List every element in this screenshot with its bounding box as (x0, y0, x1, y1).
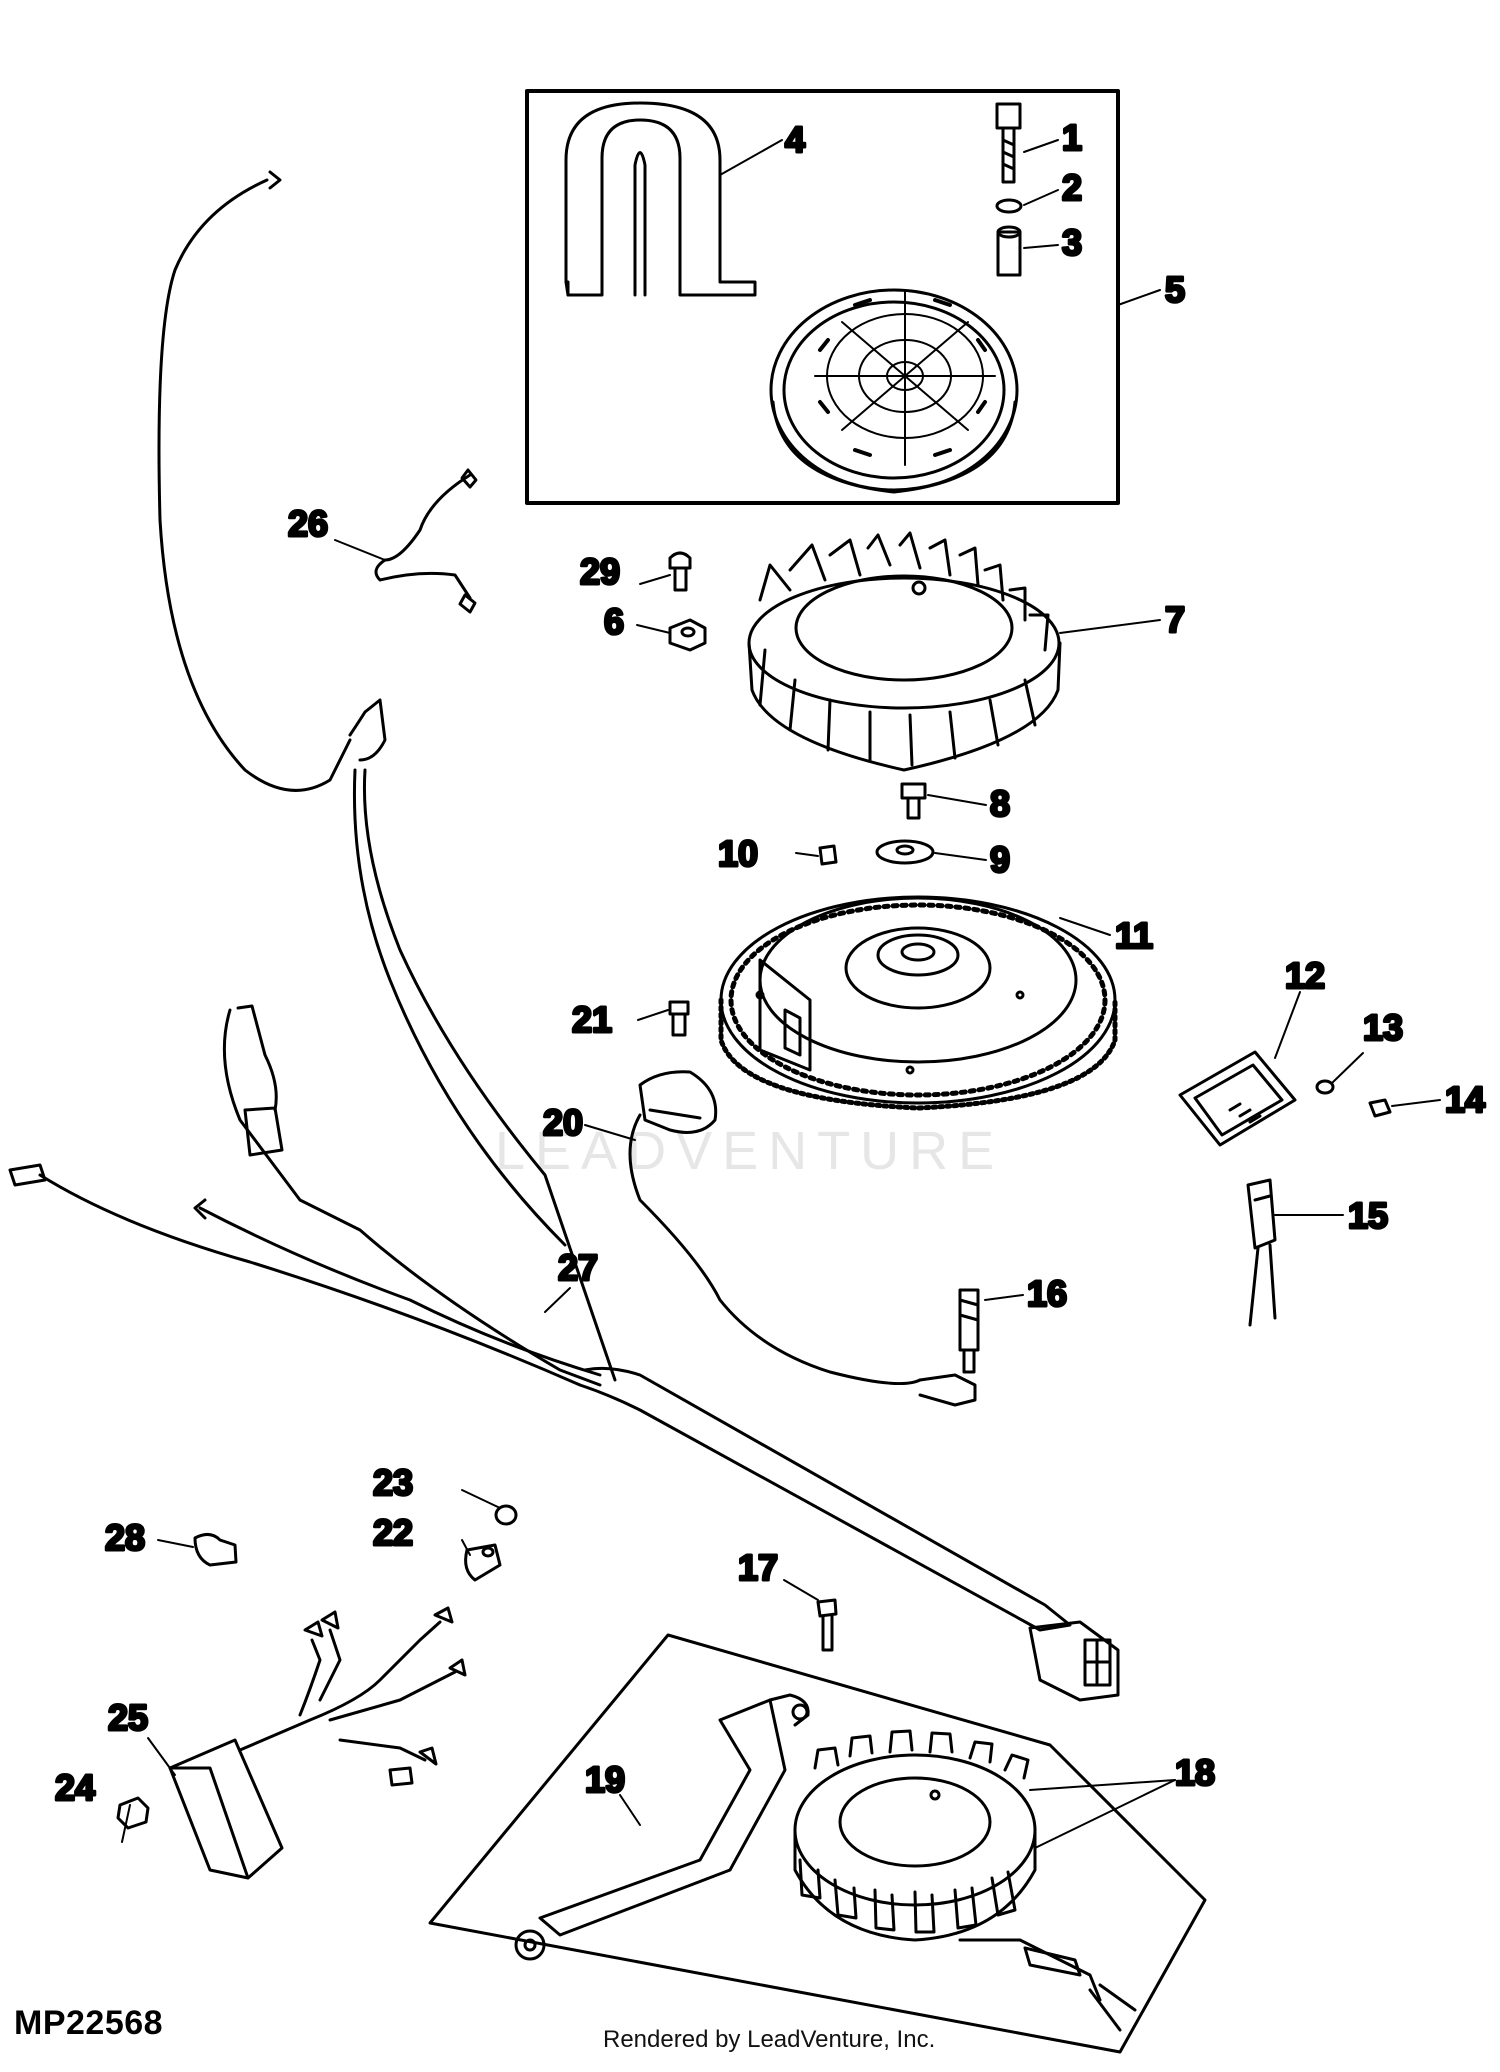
screen-grate (769, 288, 1019, 494)
callout-27: 27 (558, 1247, 598, 1288)
callout-14: 14 (1445, 1079, 1485, 1120)
callout-11: 11 (1115, 915, 1153, 956)
render-credit: Rendered by LeadVenture, Inc. (603, 2026, 936, 2053)
wire-part-26 (374, 468, 478, 614)
callout-28: 28 (105, 1517, 145, 1558)
nut-part-24 (116, 1796, 150, 1830)
callout-3: 3 (1062, 222, 1082, 263)
callout-4: 4 (785, 119, 805, 160)
connector-part-15 (1246, 1178, 1277, 1327)
leader-lines (121, 139, 1441, 1849)
stator-inset-box (428, 1633, 1207, 2054)
callout-23: 23 (373, 1462, 413, 1503)
harness-part-27 (8, 170, 1120, 1702)
callout-8: 8 (990, 783, 1010, 824)
washer-part-23 (494, 1504, 518, 1526)
washer-part-13 (1315, 1079, 1335, 1095)
callouts: 1 2 3 4 5 6 7 8 9 10 11 12 13 14 15 16 1… (54, 116, 1487, 1810)
watermark: LEADVENTURE (495, 1121, 1005, 1181)
bolt-part-8 (900, 782, 927, 820)
cooling-fan-part-7 (747, 531, 1062, 772)
callout-17: 17 (738, 1547, 778, 1588)
callout-10: 10 (718, 833, 758, 874)
callout-12: 12 (1285, 955, 1325, 996)
clamp-part-22 (464, 1543, 502, 1582)
callout-21: 21 (572, 999, 612, 1040)
nut-part-6 (668, 618, 707, 652)
callout-13: 13 (1363, 1007, 1403, 1048)
callout-20: 20 (543, 1102, 583, 1143)
callout-24: 24 (55, 1767, 95, 1808)
figure-id: MP22568 (14, 2004, 164, 2042)
callout-6: 6 (604, 601, 624, 642)
callout-29: 29 (580, 551, 620, 592)
callout-18: 18 (1175, 1752, 1215, 1793)
ground-strap-part-19 (514, 1693, 810, 1961)
screw-part-17 (816, 1598, 838, 1652)
spacer-part-3 (996, 225, 1022, 277)
spark-plug-part-16 (958, 1288, 980, 1374)
flywheel-part-11 (718, 895, 1118, 1111)
kit-inset-box (525, 89, 1120, 505)
screw-part-14 (1368, 1098, 1392, 1118)
callout-5: 5 (1165, 269, 1185, 310)
callout-26: 26 (288, 503, 328, 544)
callout-2: 2 (1062, 167, 1082, 208)
callout-16: 16 (1027, 1273, 1067, 1314)
ignition-module-part-20 (628, 1070, 977, 1407)
washer-part-9 (875, 839, 935, 865)
callout-1: 1 (1062, 117, 1082, 158)
bolt-part-1 (995, 102, 1022, 184)
callout-15: 15 (1348, 1195, 1388, 1236)
key-part-10 (818, 844, 838, 866)
screw-part-21 (668, 1000, 690, 1037)
bolt-part-29 (668, 551, 692, 592)
callout-22: 22 (373, 1512, 413, 1553)
u-bracket-part-4 (564, 101, 757, 297)
callout-9: 9 (990, 839, 1010, 880)
callout-19: 19 (585, 1759, 625, 1800)
washer-part-2 (995, 198, 1023, 214)
clip-part-28 (193, 1533, 238, 1567)
rectifier-part-12 (1178, 1050, 1297, 1147)
regulator-part-25 (168, 1606, 467, 1880)
callout-7: 7 (1165, 599, 1185, 640)
callout-25: 25 (108, 1697, 148, 1738)
stator-part-18 (793, 1729, 1137, 2032)
